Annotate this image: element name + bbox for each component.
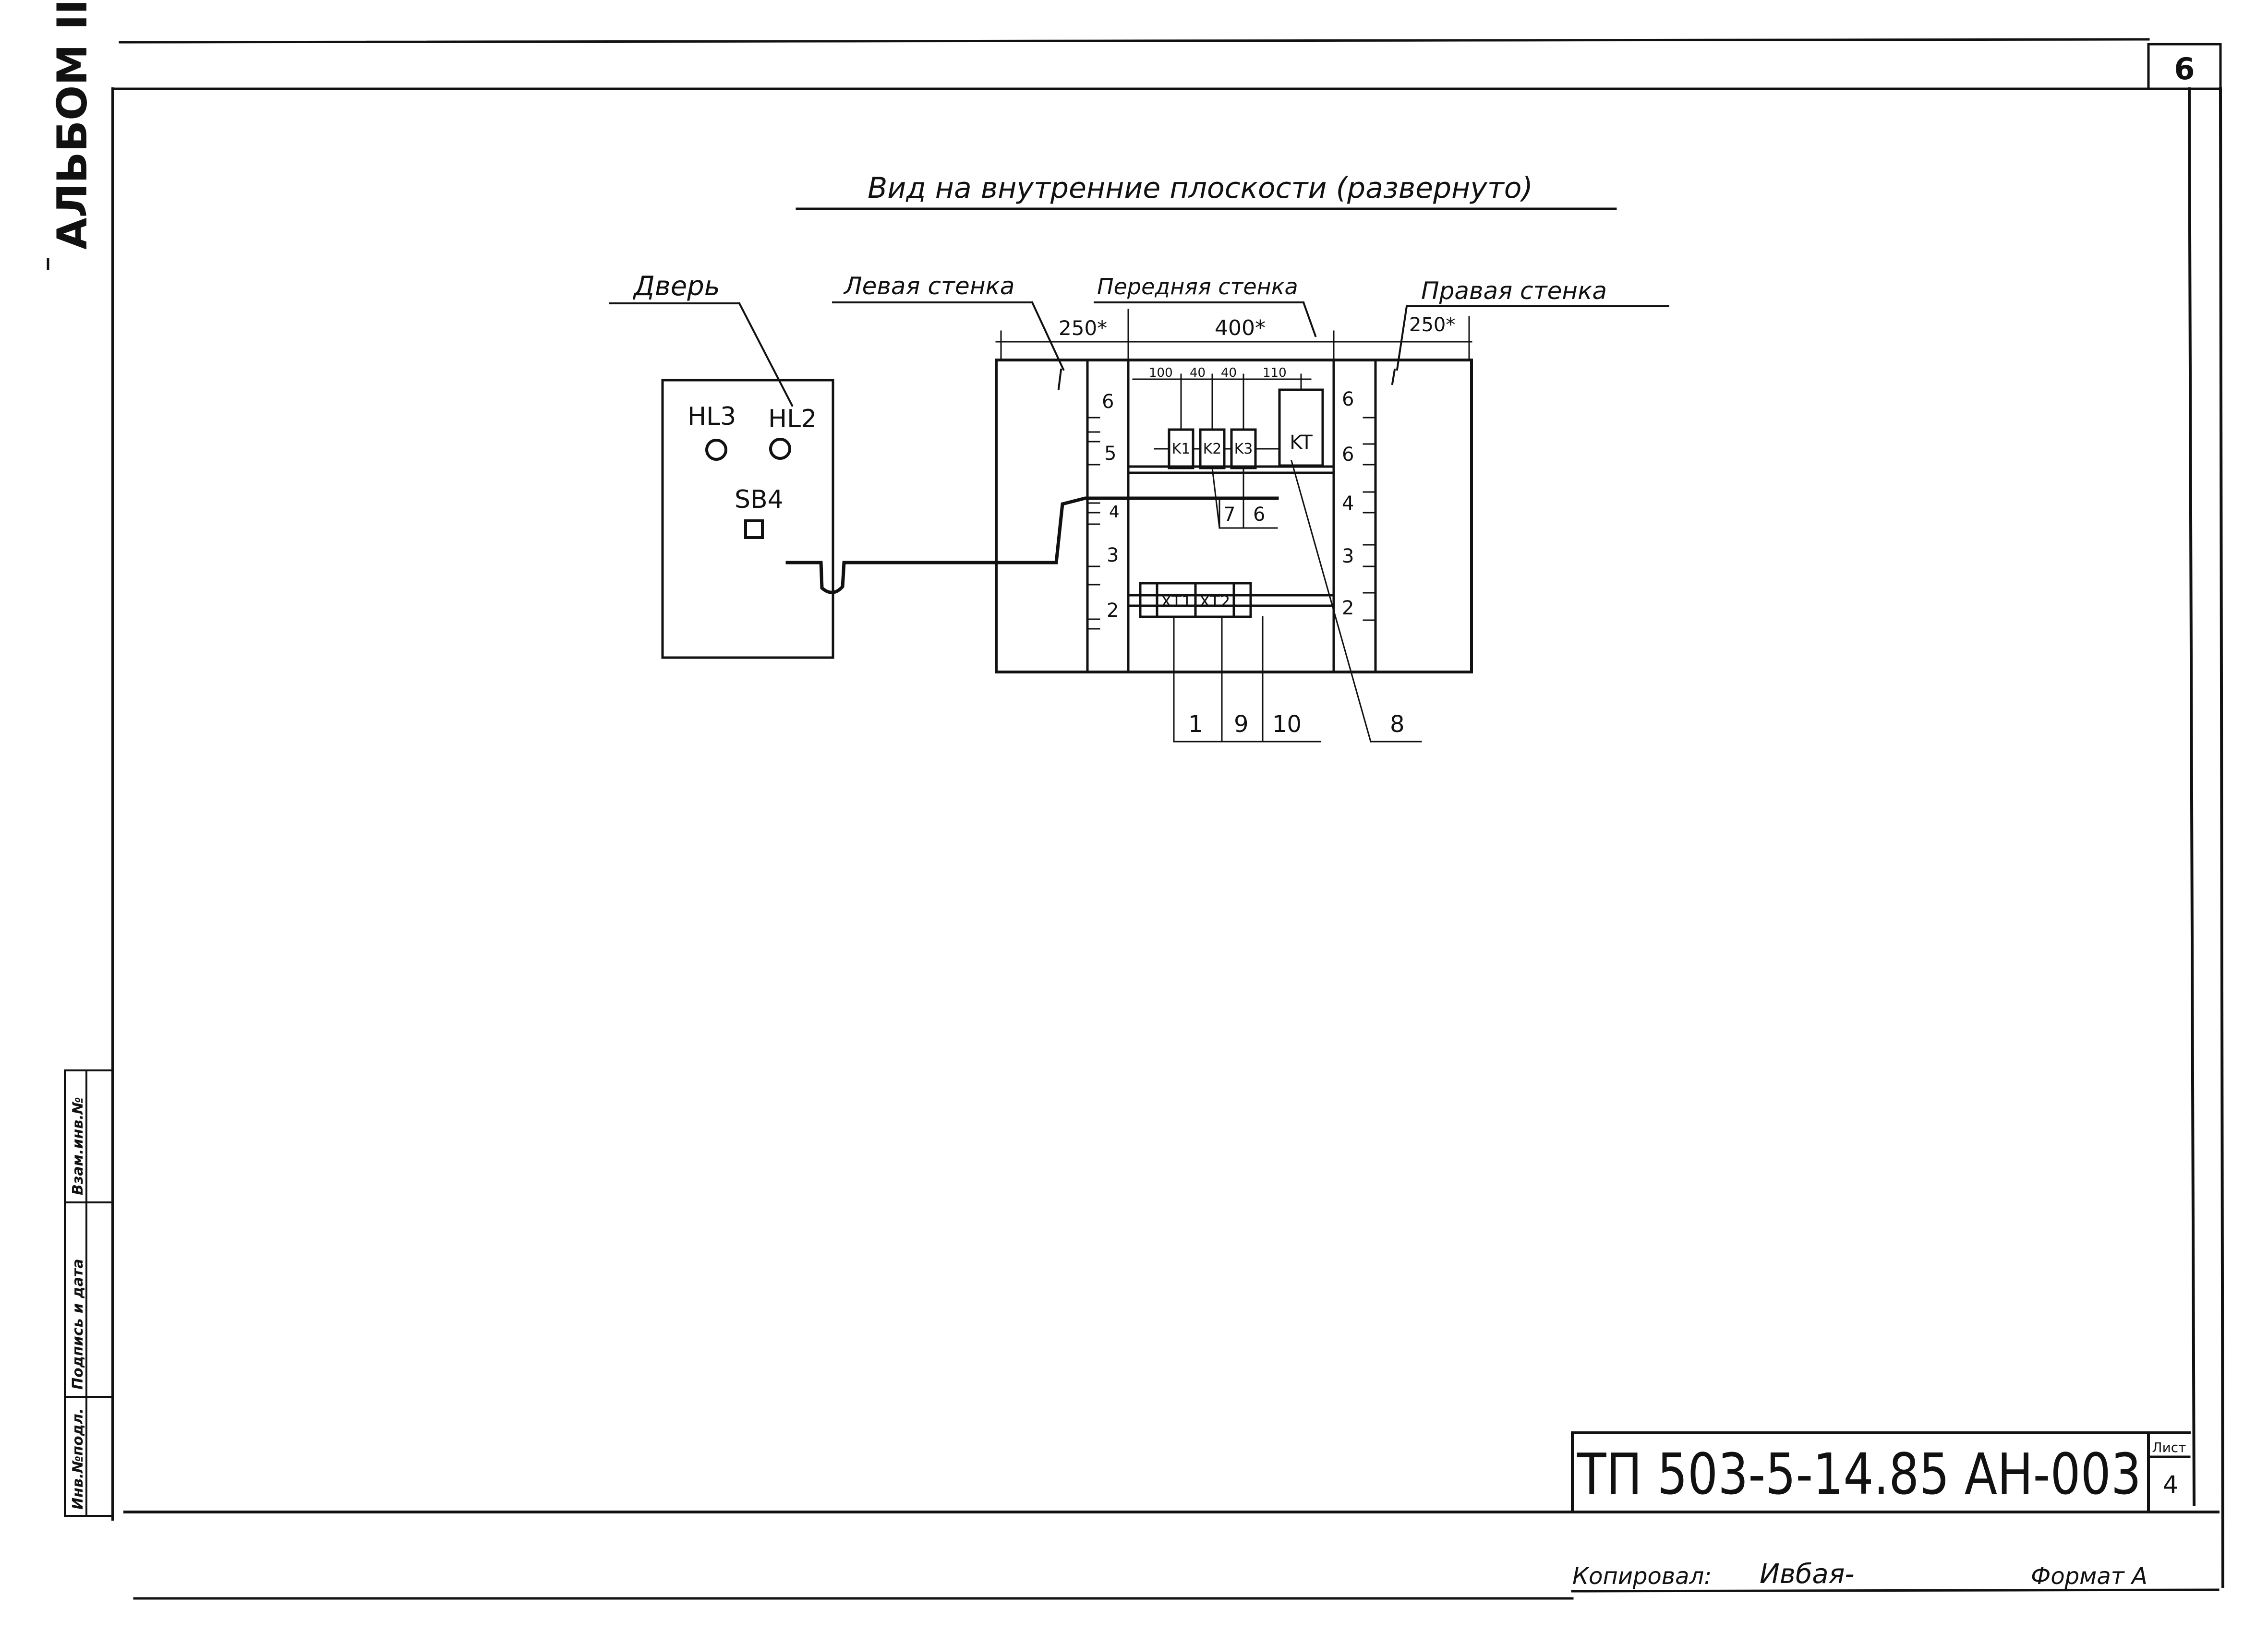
left-rail-number-5: 5 bbox=[1104, 443, 1116, 465]
left-wall-dimension: 250* bbox=[1059, 316, 1107, 340]
left-rail-number-3: 3 bbox=[1107, 544, 1119, 566]
left-rail-number-4: 4 bbox=[1109, 503, 1120, 522]
cabinet-unfolded: 6 5 4 3 2 6 6 4 3 2 K1 K2 K3 bbox=[995, 359, 1473, 673]
copied-label: Копировал: bbox=[1572, 1563, 1712, 1590]
drawing-title: Вид на внутренние плоскости (развернуто) bbox=[796, 171, 1617, 210]
callout-9: 9 bbox=[1234, 711, 1249, 738]
title-block: ТП 503-5-14.85 АН-003 Лист 4 bbox=[1571, 1431, 2191, 1513]
right-rail-number-6a: 6 bbox=[1342, 388, 1354, 410]
callout-10: 10 bbox=[1272, 711, 1302, 738]
dimension-40b: 40 bbox=[1221, 366, 1237, 380]
device-kt-label: KT bbox=[1290, 432, 1313, 454]
lamp-hl2-icon bbox=[769, 438, 791, 460]
dimension-100: 100 bbox=[1149, 366, 1173, 380]
lamp-label-hl3: HL3 bbox=[688, 402, 736, 431]
right-wall-label: Правая стенка bbox=[1421, 277, 1607, 305]
dimension-110: 110 bbox=[1263, 366, 1287, 380]
button-label-sb4: SB4 bbox=[735, 485, 784, 514]
album-label: АЛЬБОМ III bbox=[48, 0, 97, 250]
sheet-corner-box: 6 bbox=[2147, 43, 2222, 90]
dimension-40a: 40 bbox=[1190, 366, 1206, 380]
right-rail-ticks bbox=[1363, 417, 1376, 621]
right-rail-number-3: 3 bbox=[1342, 545, 1354, 567]
title-text: Вид на внутренние плоскости (развернуто) bbox=[868, 171, 1533, 205]
drawing-designation: ТП 503-5-14.85 АН-003 bbox=[1577, 1441, 2141, 1507]
right-rail-number-6b: 6 bbox=[1342, 444, 1354, 466]
callout-8: 8 bbox=[1390, 711, 1405, 738]
sheet-corner-number: 6 bbox=[2174, 51, 2195, 86]
lamp-hl3-icon bbox=[705, 439, 727, 461]
front-wall-label: Передняя стенка bbox=[1097, 274, 1298, 300]
sheet-number: 4 bbox=[2163, 1471, 2178, 1499]
side-stamp: Инв.№подл. Подпись и дата Взам.инв.№ bbox=[64, 1069, 114, 1517]
callout-1: 1 bbox=[1188, 711, 1203, 738]
format-label: Формат А bbox=[2031, 1563, 2147, 1590]
door-label: Дверь bbox=[632, 271, 720, 302]
device-k1-label: K1 bbox=[1172, 441, 1191, 457]
device-k2-label: K2 bbox=[1203, 441, 1222, 457]
button-sb4-icon bbox=[744, 519, 764, 539]
sheet-frame bbox=[111, 38, 2225, 1600]
lamp-label-hl2: HL2 bbox=[768, 405, 817, 433]
door-panel: Дверь HL3 HL2 SB4 bbox=[609, 271, 1279, 659]
right-wall-dimension: 250* bbox=[1409, 314, 1455, 336]
left-rail-ticks bbox=[1086, 417, 1100, 630]
footer: Копировал: Ивбая- Формат А bbox=[1572, 1559, 2147, 1590]
right-rail-number-2: 2 bbox=[1342, 597, 1354, 619]
callout-6: 6 bbox=[1253, 504, 1265, 526]
stamp-replacement-number: Взам.инв.№ bbox=[70, 1097, 86, 1195]
left-rail-number-6: 6 bbox=[1102, 391, 1114, 413]
terminal-xt2-label: XT2 bbox=[1199, 592, 1230, 612]
wall-labels: Левая стенка Передняя стенка Правая стен… bbox=[832, 272, 1669, 371]
front-wall-dimension: 400* bbox=[1215, 316, 1266, 340]
left-rail-number-2: 2 bbox=[1107, 600, 1119, 622]
sheet-label: Лист bbox=[2152, 1440, 2186, 1455]
device-k3-label: K3 bbox=[1234, 441, 1253, 457]
door-wire bbox=[785, 496, 1279, 594]
stamp-signature-date: Подпись и дата bbox=[70, 1259, 86, 1390]
left-wall-label: Левая стенка bbox=[843, 272, 1014, 300]
callout-7: 7 bbox=[1223, 504, 1235, 526]
terminal-xt1-label: XT1 bbox=[1160, 592, 1192, 612]
stamp-inventory-number: Инв.№подл. bbox=[70, 1408, 86, 1510]
right-rail-number-4: 4 bbox=[1342, 492, 1354, 515]
callouts: 7 6 1 9 10 8 bbox=[1173, 460, 1422, 743]
copied-signature: Ивбая- bbox=[1760, 1559, 1855, 1590]
